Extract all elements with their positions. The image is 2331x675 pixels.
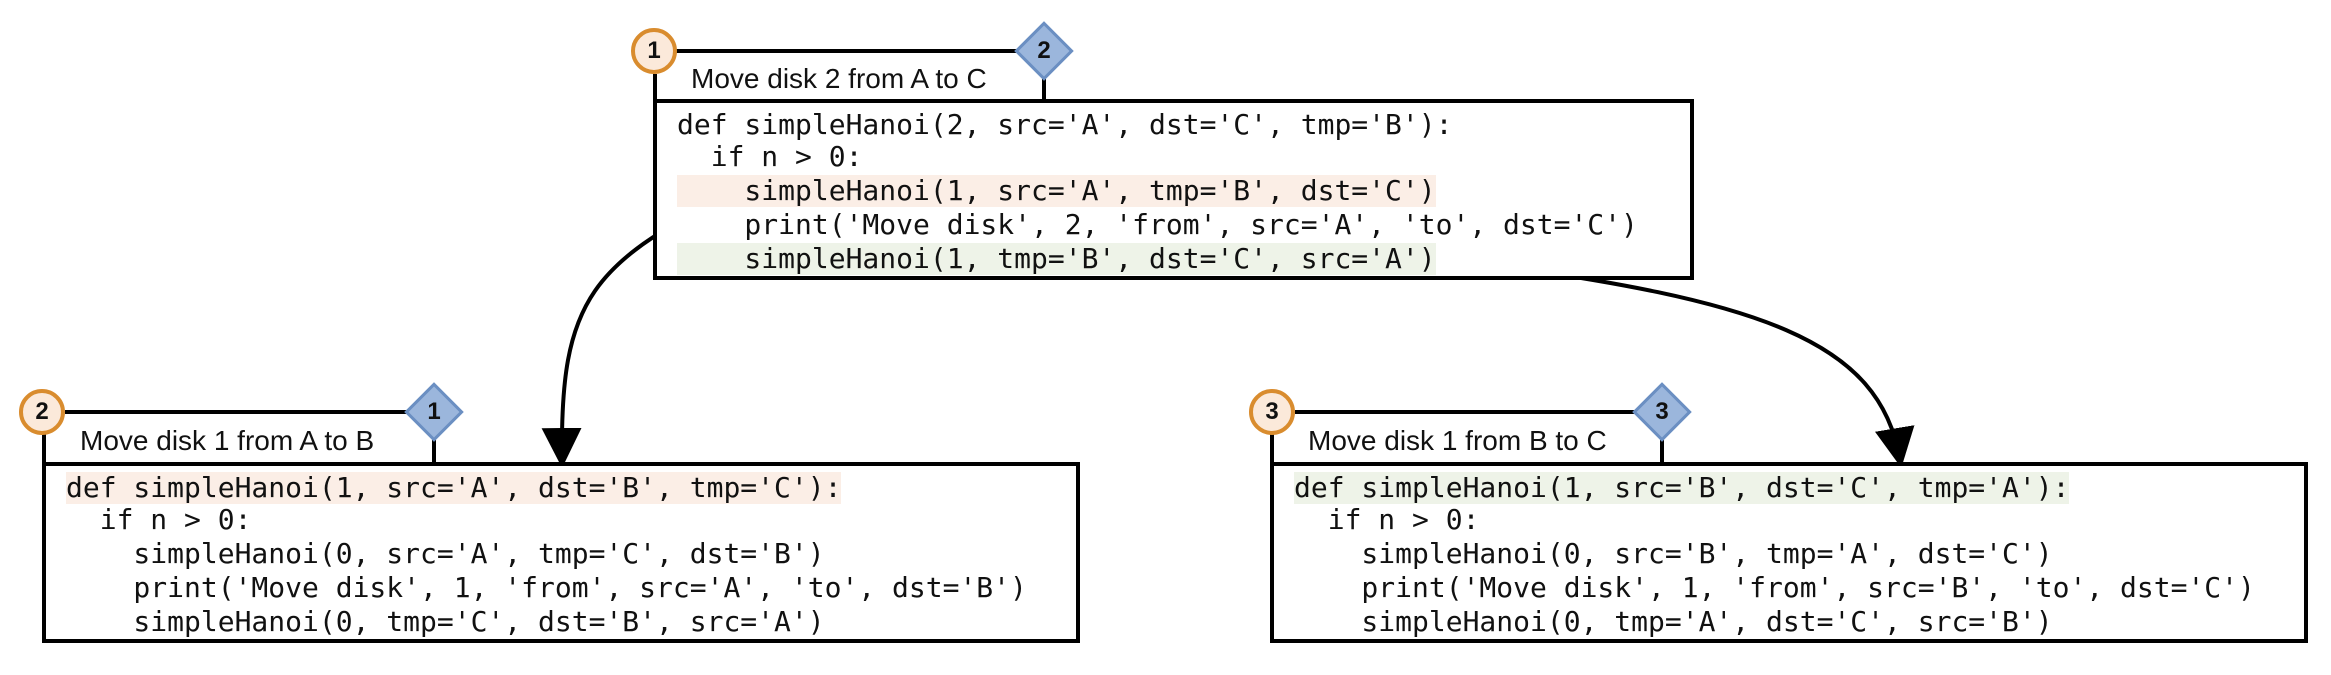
code-line: print('Move disk', 2, 'from', src='A', '… <box>677 208 1638 241</box>
move-order-number: 3 <box>1655 398 1669 425</box>
call-order-badge-1: 1 <box>631 28 677 74</box>
call-order-number: 1 <box>647 37 661 64</box>
code-line: simpleHanoi(0, src='B', tmp='A', dst='C'… <box>1294 537 2053 570</box>
code-line-second-recursive-call: simpleHanoi(1, tmp='B', dst='C', src='A'… <box>677 242 1436 275</box>
call-order-number: 2 <box>35 398 49 425</box>
code-line: simpleHanoi(0, tmp='C', dst='B', src='A'… <box>66 605 825 638</box>
code-line: if n > 0: <box>677 140 863 173</box>
code-panel-1: def simpleHanoi(2, src='A', dst='C', tmp… <box>653 99 1694 280</box>
code-line: if n > 0: <box>66 503 252 536</box>
code-line-first-recursive-call: simpleHanoi(1, src='A', tmp='B', dst='C'… <box>677 174 1436 207</box>
code-line: simpleHanoi(0, src='A', tmp='C', dst='B'… <box>66 537 825 570</box>
call-order-badge-3: 3 <box>1249 389 1295 435</box>
code-line: simpleHanoi(0, tmp='A', dst='C', src='B'… <box>1294 605 2053 638</box>
code-line: def simpleHanoi(2, src='A', dst='C', tmp… <box>677 108 1453 141</box>
move-order-number: 1 <box>427 398 441 425</box>
code-line-signature: def simpleHanoi(1, src='B', dst='C', tmp… <box>1294 471 2070 504</box>
panel-1-title: Move disk 2 from A to C <box>691 63 987 94</box>
panel-3-title: Move disk 1 from B to C <box>1308 425 1607 456</box>
code-panel-2: def simpleHanoi(1, src='A', dst='B', tmp… <box>42 462 1080 643</box>
move-order-number: 2 <box>1037 37 1051 64</box>
code-line: print('Move disk', 1, 'from', src='B', '… <box>1294 571 2255 604</box>
code-line: if n > 0: <box>1294 503 1480 536</box>
code-panel-3: def simpleHanoi(1, src='B', dst='C', tmp… <box>1270 462 2308 643</box>
call-order-number: 3 <box>1265 398 1279 425</box>
code-line-signature: def simpleHanoi(1, src='A', dst='B', tmp… <box>66 471 842 504</box>
code-line: print('Move disk', 1, 'from', src='A', '… <box>66 571 1027 604</box>
panel-2-title: Move disk 1 from A to B <box>80 425 375 456</box>
call-order-badge-2: 2 <box>19 389 65 435</box>
